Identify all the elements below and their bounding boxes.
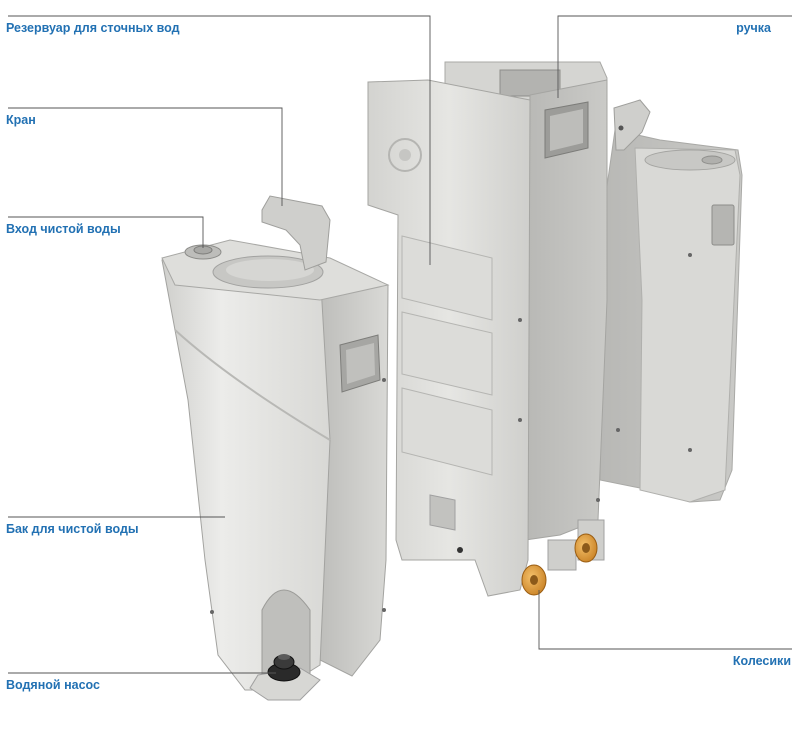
- label-faucet: Кран: [6, 113, 36, 127]
- front-basin-unit: [161, 195, 390, 691]
- leader-handle: [557, 15, 792, 98]
- leader-faucet: [8, 107, 283, 206]
- label-handle: ручка: [736, 21, 771, 35]
- leader-fresh-water-inlet: [8, 216, 204, 248]
- leader-lines: [8, 15, 792, 674]
- label-fresh-water-tank: Бак для чистой воды: [6, 522, 139, 536]
- label-wastewater-tank: Резервуар для сточных вод: [6, 21, 180, 35]
- water-pump-illustration: [249, 654, 321, 701]
- rear-basin-unit: [599, 99, 743, 503]
- label-wheels: Колесики: [732, 654, 791, 668]
- label-fresh-water-inlet: Вход чистой воды: [6, 222, 121, 236]
- waste-water-tank: [367, 61, 608, 597]
- label-water-pump: Водяной насос: [6, 678, 100, 692]
- leader-wheels: [538, 590, 792, 650]
- wheels-illustration: [521, 519, 605, 596]
- leader-wastewater-tank: [8, 15, 431, 265]
